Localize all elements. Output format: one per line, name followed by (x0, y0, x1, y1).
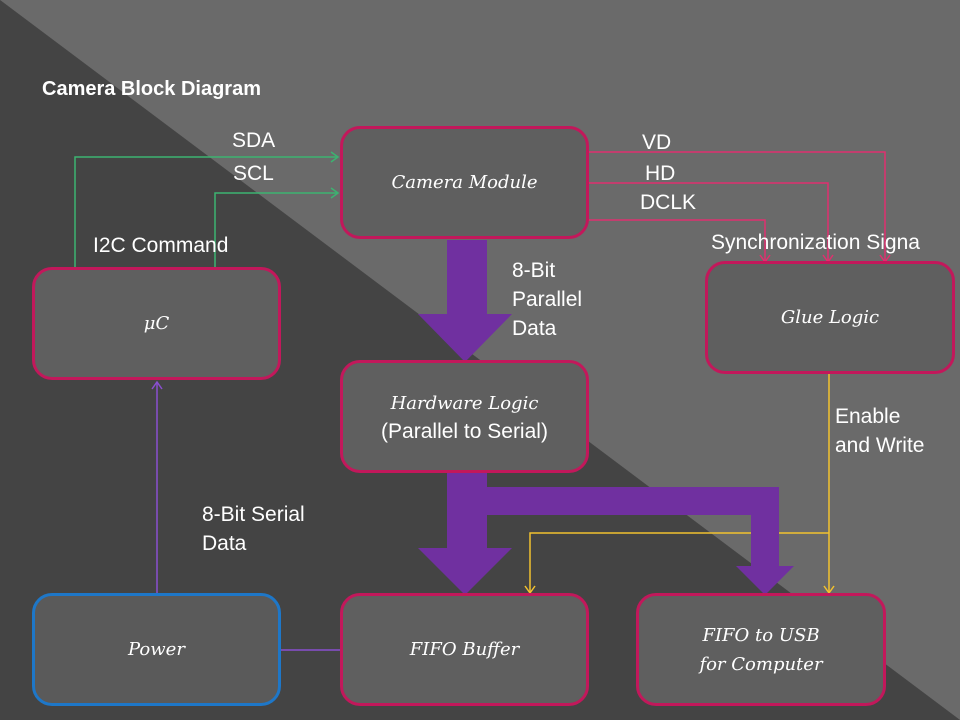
serial-bus-arrow-fifo (418, 473, 512, 595)
microcontroller-block: μC (32, 267, 281, 380)
fifo-usb-label-line1: FIFO to USB (702, 624, 820, 646)
power-arrowhead (151, 380, 163, 390)
camera-module-block: Camera Module (340, 126, 589, 239)
i2c-command-label: I2C Command (93, 234, 229, 257)
vd-wire (588, 151, 886, 262)
parallel-data-label-2: Parallel (512, 288, 583, 311)
hd-wire (588, 182, 829, 262)
glue-logic-label: Glue Logic (780, 307, 880, 328)
microcontroller-label: μC (143, 313, 170, 334)
enable-write-label-2: and Write (835, 434, 925, 457)
sync-signal-label: Synchronization Signa (711, 231, 920, 254)
dclk-label: DCLK (640, 191, 697, 214)
power-block: Power (32, 593, 281, 706)
enable-wire-fifo (529, 532, 829, 593)
fifo-usb-label-line2: for Computer (699, 653, 823, 675)
power-label: Power (128, 639, 185, 660)
fifo-buffer-block: FIFO Buffer (340, 593, 589, 706)
sda-wire (74, 156, 338, 268)
camera-module-label: Camera Module (391, 172, 538, 193)
serial-bus-arrow-usb (487, 487, 794, 595)
scl-wire (214, 192, 338, 268)
scl-label: SCL (233, 162, 274, 185)
parallel-data-label-3: Data (512, 317, 557, 340)
serial-data-label-2: Data (202, 532, 247, 555)
serial-data-label-1: 8-Bit Serial (202, 503, 305, 526)
enable-write-label-1: Enable (835, 405, 901, 428)
vd-label: VD (642, 131, 672, 154)
fifo-buffer-label: FIFO Buffer (409, 639, 520, 660)
scl-arrowhead (330, 187, 340, 199)
glue-logic-block: Glue Logic (705, 261, 955, 374)
parallel-data-label-1: 8-Bit (512, 259, 556, 282)
fifo-usb-block: FIFO to USB for Computer (636, 593, 886, 706)
diagram-title: Camera Block Diagram (42, 78, 261, 100)
hardware-logic-label: Hardware Logic (390, 392, 539, 414)
sda-label: SDA (232, 129, 276, 152)
hardware-logic-sublabel: (Parallel to Serial) (381, 419, 548, 443)
hardware-logic-block: Hardware Logic (Parallel to Serial) (340, 360, 589, 473)
sda-arrowhead (330, 151, 340, 163)
hd-label: HD (645, 162, 676, 185)
parallel-bus-arrow (418, 240, 512, 362)
dclk-wire (588, 219, 766, 262)
